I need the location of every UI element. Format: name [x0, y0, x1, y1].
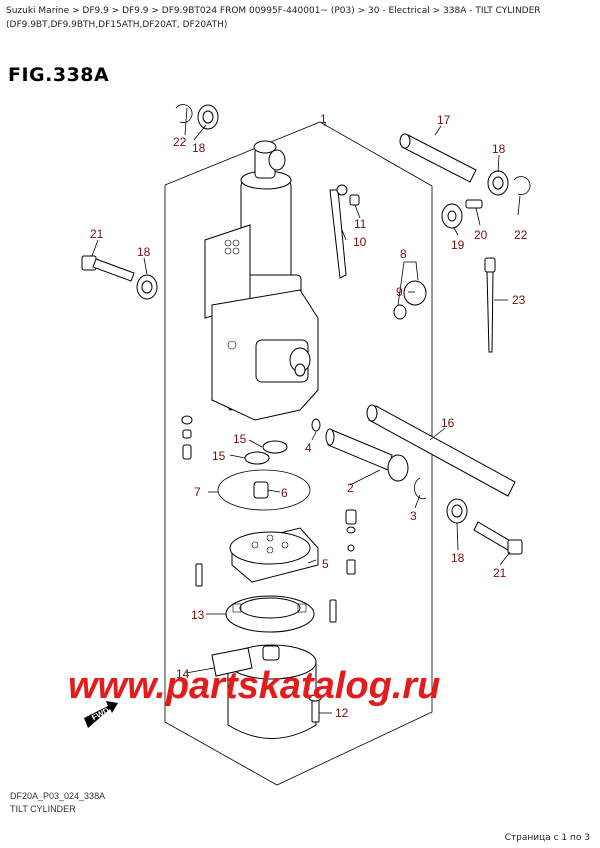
drawing-code: DF20A_P03_024_338A [10, 791, 106, 801]
bolt-21-left [81, 255, 135, 282]
bolt-21-right [473, 521, 523, 555]
bushing-18-left-top [197, 104, 219, 130]
fittings-small [181, 415, 193, 460]
callout-18-right-low: 18 [451, 551, 465, 565]
leader-lines [91, 107, 521, 714]
collar-19 [441, 203, 463, 229]
callout-7: 7 [194, 485, 201, 499]
callout-22-left: 22 [173, 135, 187, 149]
callout-20: 20 [474, 228, 488, 242]
callout-5: 5 [322, 557, 329, 571]
callout-11: 11 [354, 217, 367, 231]
o-ring-7 [217, 469, 311, 511]
bushing-18-right-low [446, 498, 468, 524]
pump-5 [229, 527, 319, 583]
callout-13: 13 [191, 608, 205, 622]
figure-caption: TILT CYLINDER [10, 804, 76, 814]
bolt-20 [465, 199, 483, 209]
callout-2: 2 [347, 481, 354, 495]
plug-9 [393, 280, 427, 320]
callout-15-upper: 15 [233, 432, 247, 446]
callout-18-right-top: 18 [492, 142, 506, 156]
bushing-18-left-mid [136, 274, 158, 300]
cable-tie-23 [484, 257, 496, 353]
callout-23: 23 [512, 293, 526, 307]
callout-3: 3 [410, 509, 417, 523]
tilt-motor [211, 644, 317, 739]
holder-13 [225, 595, 315, 633]
valve-assy-2 [325, 428, 409, 482]
seal-15 [244, 440, 288, 465]
o-ring-4 [311, 418, 321, 432]
callout-12: 12 [335, 706, 349, 720]
filter-6 [253, 481, 269, 499]
bushing-18-right-top [487, 170, 509, 196]
callout-6: 6 [281, 486, 288, 500]
bolts-pump [195, 563, 337, 623]
callout-14: 14 [176, 667, 190, 681]
page-indicator: Страница с 1 по 3 [504, 833, 590, 843]
valve-parts-stack [345, 509, 357, 575]
callout-15-lower: 15 [212, 449, 226, 463]
callout-22-right: 22 [514, 228, 528, 242]
callout-1: 1 [320, 112, 327, 126]
clamp-11 [336, 184, 360, 206]
callout-19: 19 [451, 238, 465, 252]
pin-17 [399, 133, 477, 183]
tilt-cylinder-body [204, 140, 319, 421]
snap-ring-22-left [175, 104, 193, 123]
snap-ring-3 [414, 477, 427, 500]
figure-title: FIG.338A [8, 64, 110, 86]
watermark: www.partskatalog.ru [68, 665, 440, 707]
cable-tie-10 [329, 189, 347, 279]
callout-4: 4 [305, 441, 312, 455]
pin-16 [366, 404, 516, 497]
callout-17: 17 [437, 113, 451, 127]
callout-8: 8 [400, 247, 407, 261]
assembly-frame [164, 121, 433, 786]
callout-18-left-top: 18 [192, 141, 206, 155]
callout-21-left: 21 [90, 227, 104, 241]
breadcrumb: Suzuki Marine > DF9.9 > DF9.9 > DF9.9BT0… [6, 6, 541, 30]
callout-21-right: 21 [493, 566, 507, 580]
bolt-12 [308, 694, 322, 723]
callout-10: 10 [353, 235, 367, 249]
callout-18-left-mid: 18 [137, 245, 151, 259]
callout-9: 9 [396, 285, 403, 299]
callout-16: 16 [441, 416, 455, 430]
snap-ring-22-right [513, 176, 531, 195]
